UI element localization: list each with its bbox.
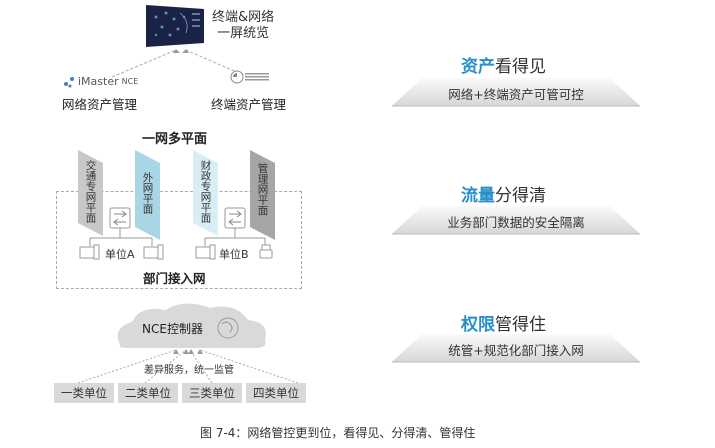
network-asset-label: 网络资产管理 [62,97,138,112]
pillar-2-plate [392,206,640,235]
pillar-3-title: 权限管得住 [461,315,546,335]
network-nodes-icon [64,76,74,87]
pillar-1-desc: 网络+终端资产可管可控 [448,87,584,102]
terminal-asset-label: 终端资产管理 [211,97,287,112]
department-network-box [56,191,302,289]
unit-b-label: 单位B [219,248,249,261]
plane-traffic: 交通专网平面 [84,160,97,223]
nce-controller-label: NCE控制器 [142,322,203,336]
pillar-2-desc: 业务部门数据的安全隔离 [447,215,585,230]
pillar-1-plate [392,78,640,107]
category-3: 三类单位 [182,383,242,403]
service-note: 差异服务，统一监管 [144,365,234,376]
unit-a-label: 单位A [105,248,135,261]
terminal-asset-icon [230,70,272,84]
pillar-3-desc: 统管+规范化部门接入网 [448,343,584,358]
category-2: 二类单位 [118,383,178,403]
multi-plane-title: 一网多平面 [142,132,208,147]
dashboard-screen-image [144,3,206,49]
controller-cloud [77,303,299,384]
pillar-3-plate [392,334,640,363]
category-4: 四类单位 [246,383,306,403]
pillar-2-title: 流量分得清 [461,186,546,206]
figure-caption: 图 7-4：网络管控更到位，看得见、分得清、管得住 [200,426,476,440]
department-network-label: 部门接入网 [143,271,206,286]
plane-finance: 财政专网平面 [199,160,212,223]
plane-external: 外网平面 [141,172,154,214]
category-1: 一类单位 [54,383,114,403]
plane-shapes [78,150,275,260]
screen-caption: 终端&网络 一屏统览 [212,10,275,41]
pillar-1-title: 资产看得见 [461,57,546,77]
plane-management: 管理网平面 [256,163,269,216]
